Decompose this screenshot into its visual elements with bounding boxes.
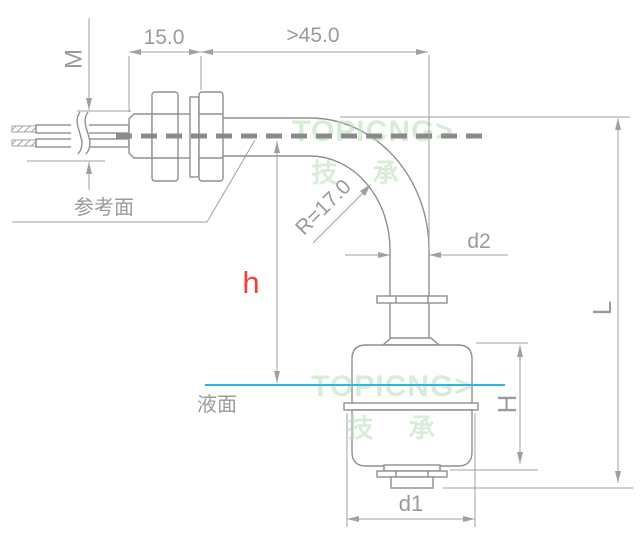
dim-min-straight-length: >45.0 [201,24,430,250]
float-top-stub [381,337,441,346]
float [343,337,479,489]
watermark-chinese: 技 承 [311,158,412,188]
float-retainer [390,476,434,489]
dim-tube-diameter: d2 [345,230,508,258]
dim-label-switch-height: h [242,265,259,300]
watermark-logo: TOPICNG> [292,115,454,148]
dim-label-tube-diameter: d2 [467,230,490,253]
watermark-chinese: 技 承 [347,413,448,443]
sensor-assembly [11,91,479,489]
float-lower-body [351,409,473,467]
wire-break-mask [71,119,89,155]
cable-break-icon [84,111,91,155]
dim-label-thread-length: 15.0 [144,26,185,49]
dim-label-float-diameter: d1 [399,491,423,516]
dim-float-height: H [450,342,538,471]
label-reference-plane: 参考面 [12,139,256,223]
dimensions: M 15.0 >45.0 R=17.0 [12,18,633,527]
float-upper-body [351,344,473,405]
dim-label-float-height: H [492,395,522,414]
wire-strand-tip [11,125,37,133]
cable-break-icon [76,111,83,155]
float-bottom-neck [383,464,441,472]
dim-label-overall-length: L [587,301,617,315]
dim-overall-length: L [340,116,633,489]
dim-switch-height: h [242,141,280,383]
dim-label-min-straight: >45.0 [286,24,339,47]
float-bottom-flange [376,470,448,478]
reference-plane-text: 参考面 [74,196,134,219]
watermark: TOPICNG> 技 承 TOPICNG> 技 承 [292,115,473,443]
dim-thread-size: M [27,18,131,190]
bend-inner-arc [309,155,391,251]
watermark-logo: TOPICNG> [311,370,473,403]
dim-float-diameter: d1 [346,413,476,527]
float-collar [343,402,479,411]
lead-wires [11,111,130,155]
bend-outer-arc [309,117,430,251]
wire-strand-tip [11,139,37,147]
dim-thread-length: 15.0 [128,26,202,112]
dim-label-thread-size: M [61,49,88,69]
stem-flange [376,295,448,304]
liquid-level-text: 液面 [197,393,237,416]
bent-stem-pipe [223,117,448,338]
